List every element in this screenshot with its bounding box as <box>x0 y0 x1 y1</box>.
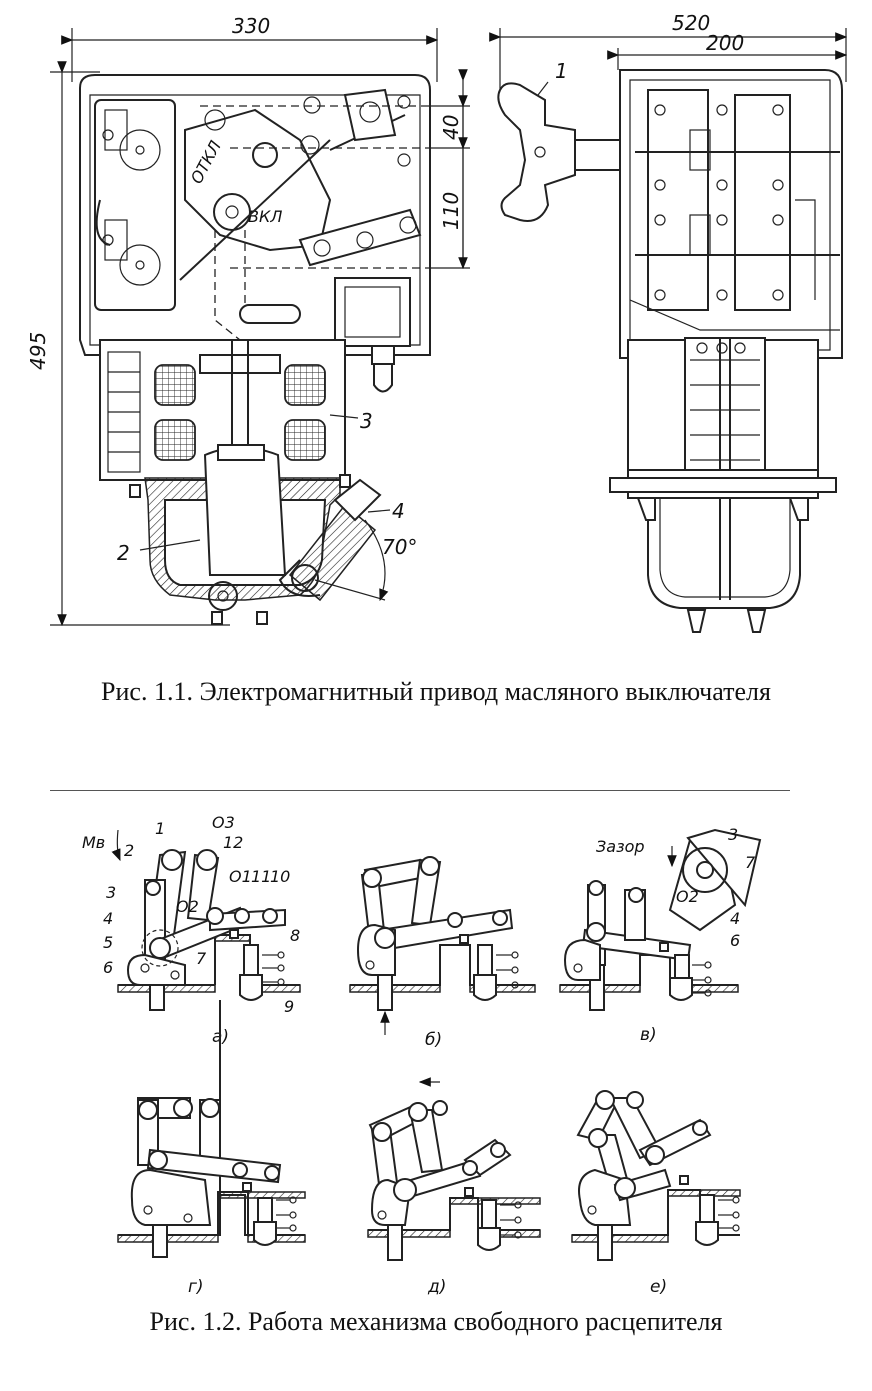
subfigure-label-g: г) <box>188 1277 204 1297</box>
housing-upper <box>79 74 431 356</box>
divider-line <box>50 790 790 791</box>
label-a-11: 11 <box>251 867 271 886</box>
dim-495: 495 <box>26 332 50 370</box>
label-a-7: 7 <box>196 949 207 968</box>
label-a-5: 5 <box>103 933 113 952</box>
label-v-6: 6 <box>730 931 740 950</box>
label-a-8: 8 <box>290 926 300 945</box>
front-view: 330 495 ОТКЛ ВКЛ <box>26 14 470 627</box>
subfigure-label-b: б) <box>425 1030 442 1050</box>
label-v-4: 4 <box>730 909 740 928</box>
dim-110: 110 <box>439 192 463 230</box>
figure-2-caption: Рис. 1.2. Работа механизма свободного ра… <box>149 1307 723 1336</box>
dim-330: 330 <box>232 14 270 38</box>
subfigure-e: е) <box>571 1090 741 1297</box>
label-o1: O1 <box>229 867 252 886</box>
handle-4 <box>288 503 377 602</box>
angle-70: 70° <box>382 535 417 559</box>
handle-1 <box>497 82 576 222</box>
subfigure-d: д) <box>367 1077 541 1297</box>
subfigure-a: Mв 1 2 3 4 5 6 7 8 9 10 11 12 O1 O2 O3 а… <box>82 813 301 1047</box>
label-vkl: ВКЛ <box>248 207 282 226</box>
label-a-9: 9 <box>284 997 294 1016</box>
dim-200: 200 <box>706 31 744 55</box>
label-a-6: 6 <box>103 958 113 977</box>
label-part-2: 2 <box>117 541 130 565</box>
side-view: 520 200 1 <box>489 11 848 633</box>
subfigure-label-d: д) <box>427 1277 446 1297</box>
label-a-12: 12 <box>223 833 243 852</box>
subfigure-g: г) <box>117 1000 306 1297</box>
subfigure-label-e: е) <box>650 1277 667 1297</box>
dim-520: 520 <box>672 11 710 35</box>
subfigure-b: б) <box>349 856 536 1050</box>
coil-winding-left-top <box>154 364 196 406</box>
plunger <box>203 446 287 576</box>
label-moment: Mв <box>82 833 105 852</box>
label-gap: Зазор <box>596 837 645 856</box>
dim-40: 40 <box>439 115 463 140</box>
label-o2: O2 <box>176 897 199 916</box>
subfigure-v: Зазор 3 7 4 6 O2 в) <box>559 825 762 1045</box>
label-a-3: 3 <box>106 883 116 902</box>
label-a-2: 2 <box>124 841 134 860</box>
label-o3: O3 <box>212 813 235 832</box>
label-a-4: 4 <box>103 909 113 928</box>
subfigure-label-v: в) <box>640 1025 657 1045</box>
label-part-1: 1 <box>555 59 568 83</box>
label-a-10: 10 <box>270 867 290 886</box>
label-part-3: 3 <box>360 409 373 433</box>
label-a-1: 1 <box>155 819 165 838</box>
label-v-7: 7 <box>745 853 756 872</box>
label-v-3: 3 <box>728 825 738 844</box>
label-v-o2: O2 <box>676 887 699 906</box>
label-part-4: 4 <box>392 499 405 523</box>
figure-1-caption: Рис. 1.1. Электромагнитный привод маслян… <box>101 677 771 706</box>
